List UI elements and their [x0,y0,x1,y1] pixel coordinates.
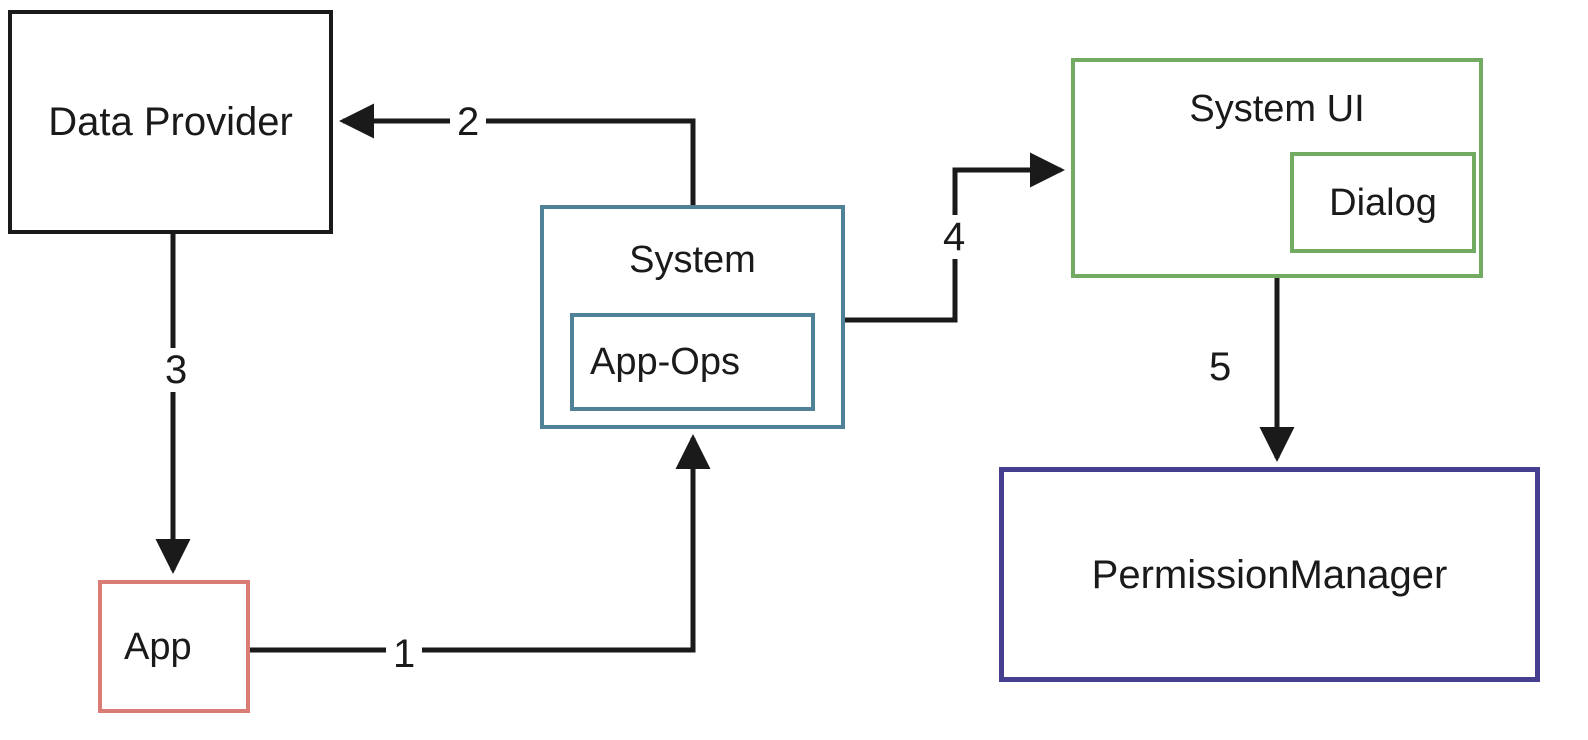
node-permission-manager[interactable]: PermissionManager [999,467,1540,682]
edge-1-path [250,433,711,653]
edge-label-4: 4 [936,215,973,259]
node-app-ops[interactable]: App-Ops [570,313,815,411]
node-dialog[interactable]: Dialog [1290,152,1476,253]
node-app[interactable]: App [98,580,250,713]
edge-label-3: 3 [158,348,195,392]
node-data-provider-label: Data Provider [48,100,293,144]
edge-label-1: 1 [386,632,423,676]
node-system-label: System [629,239,756,281]
node-dialog-label: Dialog [1329,181,1437,224]
edge-2-path [338,103,696,205]
edge-label-5: 5 [1202,345,1239,389]
node-app-ops-label: App-Ops [590,341,740,383]
node-data-provider[interactable]: Data Provider [8,10,333,234]
node-app-label: App [124,625,192,668]
edge-label-2: 2 [450,100,487,144]
node-system-ui-label: System UI [1189,88,1365,130]
node-permission-manager-label: PermissionManager [1091,552,1448,597]
